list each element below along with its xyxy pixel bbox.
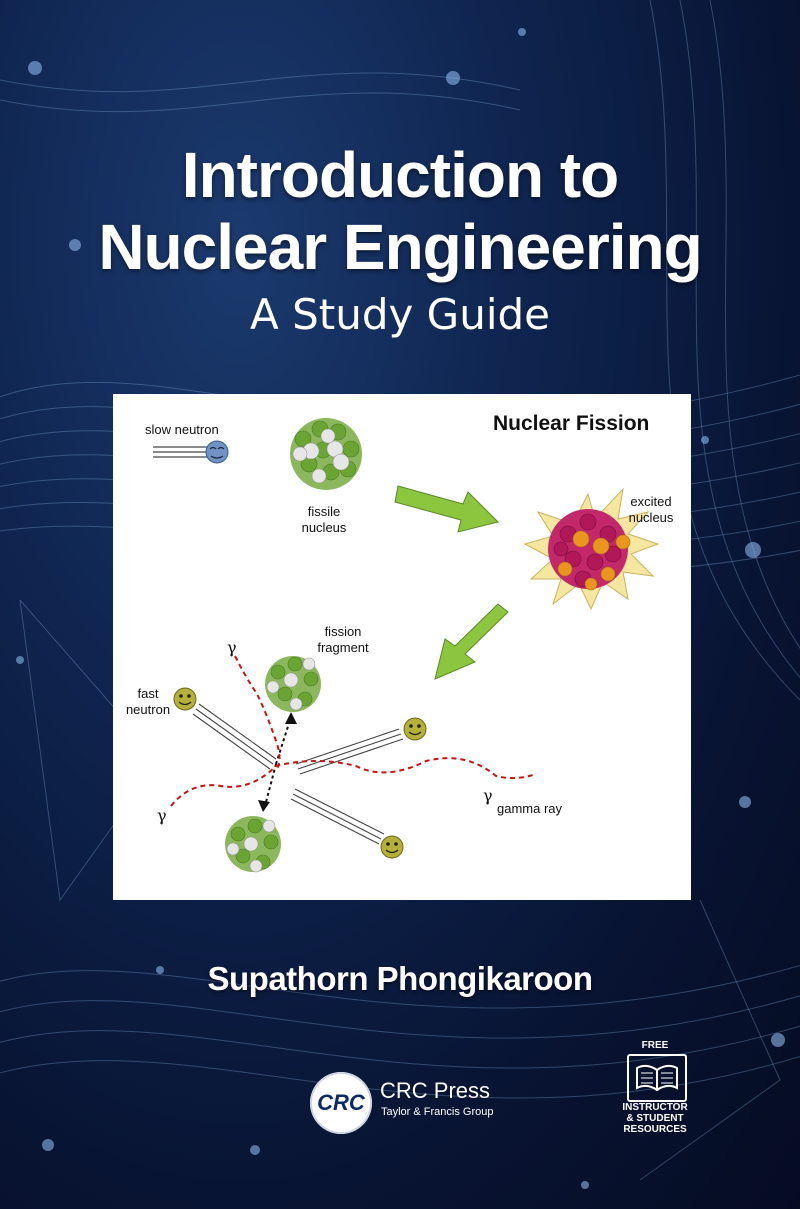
fast-neutron-tracks [192,703,404,845]
badge-free-label: FREE [641,1040,669,1051]
label-fast-neutron: fast neutron [125,686,171,717]
author-name: Supathorn Phongikaroon [207,960,593,997]
fissile-nucleus [290,418,362,490]
arrow-2 [434,603,509,680]
resources-badge: FREE INSTRUCTOR & STUDENT RESOURCES [610,1040,700,1140]
fission-diagram: Nuclear Fission slow neutron fissile nuc… [113,394,691,900]
publisher-name: CRC Press [380,1078,491,1103]
gamma-rays [170,655,537,807]
label-excited-nucleus: excited nucleus [628,494,674,525]
gamma-symbol: γ [483,786,493,805]
fission-fragment-top [265,656,321,712]
label-fissile-nucleus: fissile nucleus [301,504,347,535]
figure-title: Nuclear Fission [493,412,650,435]
arrow-1 [394,485,499,533]
fission-fragment-bottom [225,816,281,873]
label-gamma-ray: gamma ray [497,801,563,816]
gamma-symbol: γ [227,638,237,657]
slow-neutron [153,440,229,464]
book-title-line-1: Introduction to [181,139,619,211]
gamma-symbol: γ [157,806,167,825]
label-slow-neutron: slow neutron [145,422,219,437]
label-fission-fragment: fission fragment [317,624,369,655]
open-book-icon [627,1054,687,1102]
fast-neutron [173,687,427,859]
book-subtitle: A Study Guide [249,290,551,339]
book-title-line-2: Nuclear Engineering [98,211,702,283]
publisher-subtitle: Taylor & Francis Group [381,1106,494,1118]
crc-logo-text: CRC [317,1090,365,1115]
badge-resources-label: INSTRUCTOR & STUDENT RESOURCES [622,1102,688,1135]
fission-diagram-art [153,418,660,873]
excited-nucleus [523,487,660,611]
crc-logo: CRC [310,1072,372,1134]
